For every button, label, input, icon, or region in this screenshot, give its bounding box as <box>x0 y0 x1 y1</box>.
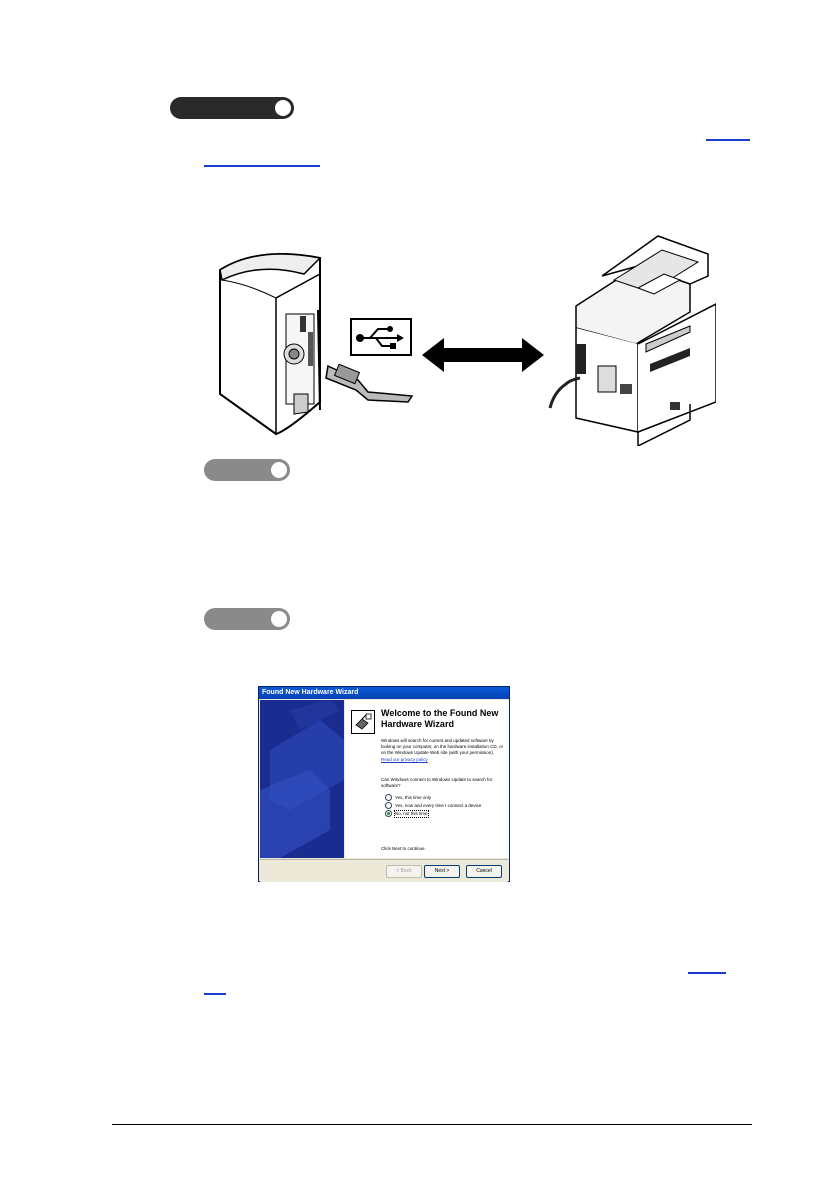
section-marker-gray <box>204 459 290 481</box>
wizard-side-banner <box>260 700 344 858</box>
usb-icon <box>350 318 412 356</box>
link-underline[interactable] <box>706 139 750 141</box>
section-marker-dot <box>271 462 287 478</box>
back-button[interactable]: < Back <box>386 865 422 878</box>
wizard-footer-text: Click Next to continue. <box>381 846 426 851</box>
next-button[interactable]: Next > <box>424 865 460 878</box>
printer-illustration <box>548 235 716 446</box>
link-underline[interactable] <box>688 972 726 974</box>
option-yes-once[interactable]: Yes, this time only <box>385 794 431 801</box>
radio-button[interactable] <box>385 794 392 801</box>
wizard-button-bar: < Back Next > Cancel <box>260 859 508 882</box>
section-marker-dot <box>275 100 291 116</box>
radio-button[interactable] <box>385 802 392 809</box>
hardware-icon <box>351 710 375 734</box>
wizard-title-bar: Found New Hardware Wizard <box>259 687 509 699</box>
pc-tower-illustration <box>219 253 413 436</box>
footer-rule <box>112 1124 752 1125</box>
option-label: Yes, now and every time I connect a devi… <box>395 802 482 808</box>
wizard-heading: Welcome to the Found New Hardware Wizard <box>381 708 499 729</box>
wizard-question: Can Windows connect to Windows Update to… <box>381 777 493 788</box>
section-marker-gray <box>204 608 290 630</box>
wizard-intro: Windows will search for current and upda… <box>381 738 504 755</box>
option-yes-always[interactable]: Yes, now and every time I connect a devi… <box>385 802 481 809</box>
wizard-content: Welcome to the Found New Hardware Wizard… <box>345 700 509 858</box>
option-label: No, not this time <box>394 809 429 818</box>
option-label: Yes, this time only <box>395 794 432 800</box>
found-new-hardware-wizard: Found New Hardware Wizard Welcome to the… <box>258 686 510 882</box>
cancel-button[interactable]: Cancel <box>466 865 502 878</box>
connection-arrow-icon <box>422 338 544 372</box>
link-underline[interactable] <box>204 993 226 995</box>
option-no[interactable]: No, not this time <box>385 809 429 818</box>
link-underline[interactable] <box>204 165 320 167</box>
radio-button-selected[interactable] <box>385 810 392 817</box>
section-marker-dark <box>170 97 294 119</box>
privacy-policy-link[interactable]: Read our privacy policy <box>381 757 428 762</box>
section-marker-dot <box>271 611 287 627</box>
